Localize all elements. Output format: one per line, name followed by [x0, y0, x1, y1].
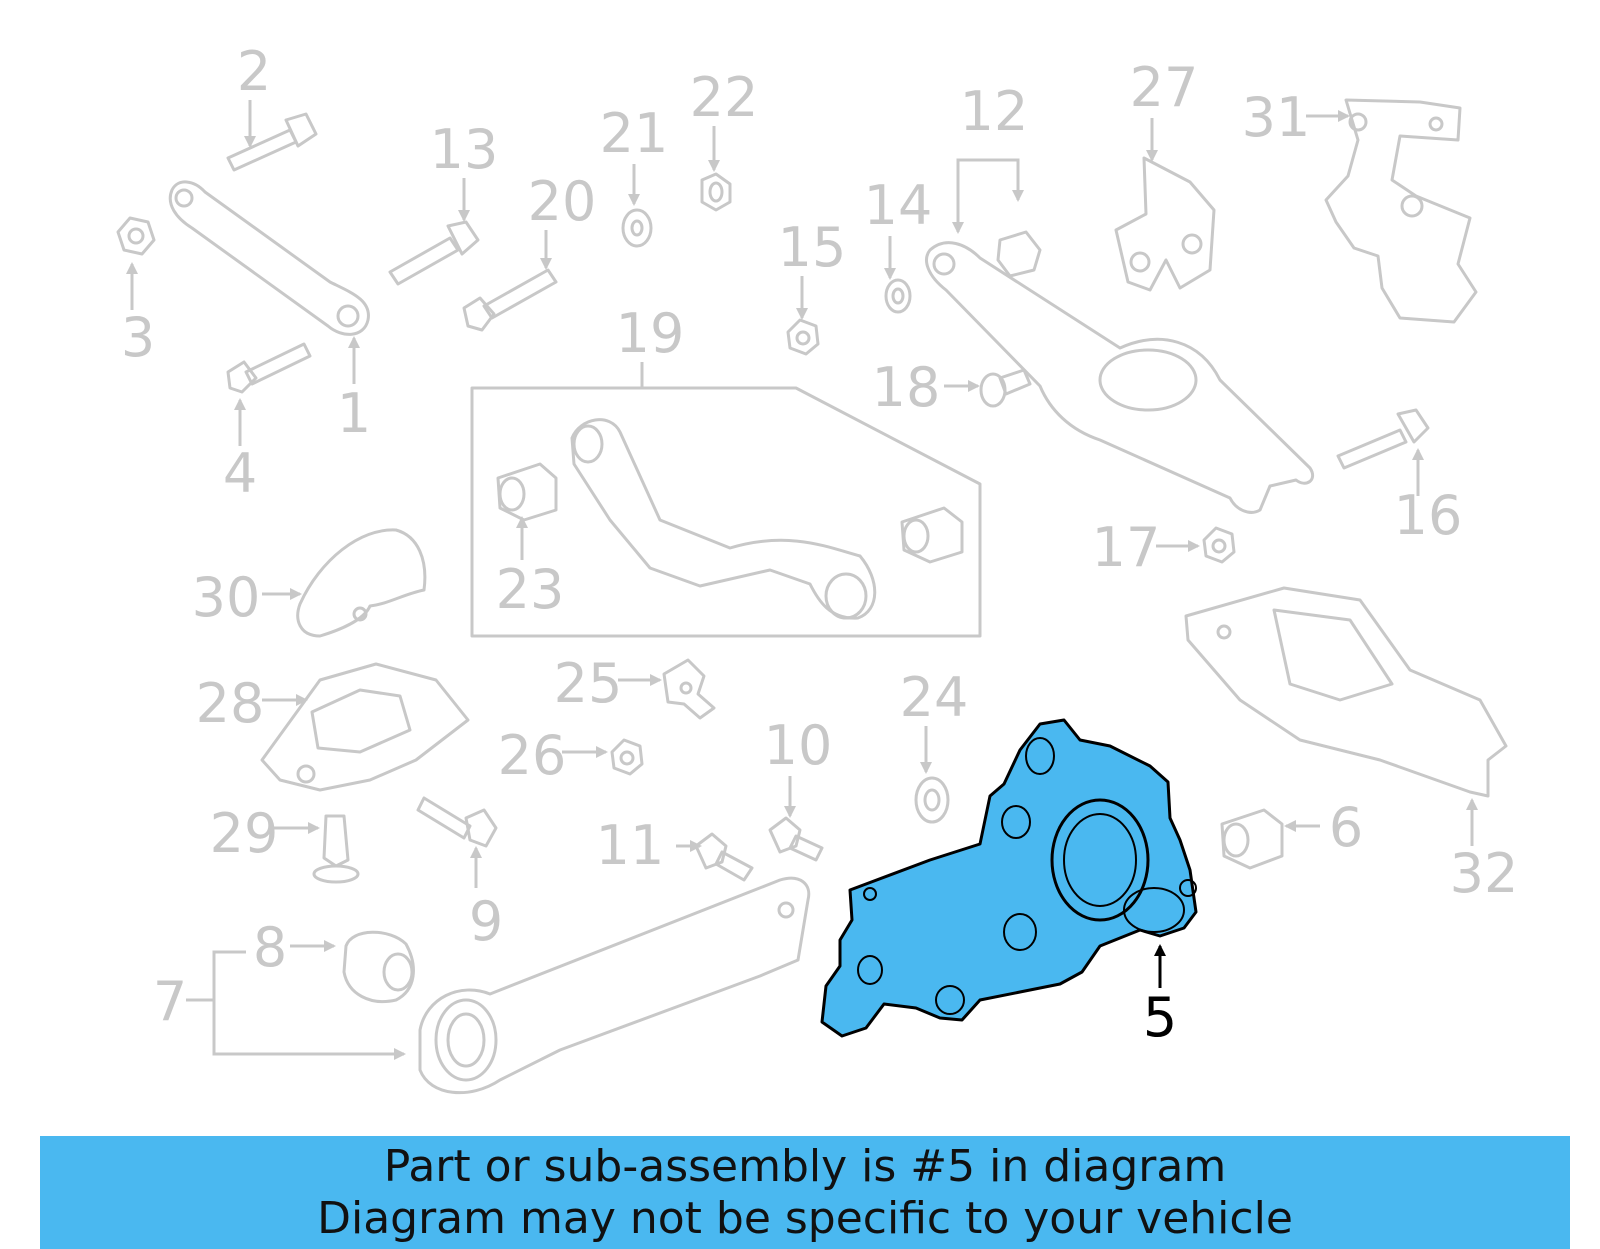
- banner-line-1: Part or sub-assembly is #5 in diagram: [383, 1140, 1227, 1192]
- callout-labels: 1 2 3 4 5 6 7 8 9 10 11 12 13 14 15 16 1…: [121, 40, 1519, 1049]
- callout-26: 26: [498, 724, 567, 787]
- part-14-washer[interactable]: [884, 278, 912, 314]
- callout-14: 14: [864, 174, 933, 237]
- part-16-bolt[interactable]: [1336, 408, 1430, 470]
- part-19-upper-arm[interactable]: [570, 418, 877, 620]
- part-25-clip[interactable]: [662, 658, 716, 720]
- part-22-nut[interactable]: [700, 172, 732, 212]
- part-20-bolt[interactable]: [462, 268, 558, 332]
- callout-7: 7: [153, 970, 187, 1033]
- part-15-nut[interactable]: [786, 318, 820, 356]
- part-17-nut[interactable]: [1202, 526, 1236, 564]
- part-9-bolt[interactable]: [416, 796, 498, 848]
- part-10-bolt[interactable]: [768, 816, 824, 862]
- callout-32: 32: [1450, 842, 1519, 905]
- part-5-knuckle[interactable]: [820, 718, 1198, 1038]
- part-3-nut[interactable]: [116, 216, 156, 256]
- callout-23: 23: [496, 558, 565, 621]
- callout-28: 28: [196, 672, 265, 735]
- part-26-nut[interactable]: [610, 738, 644, 776]
- leader-lines: [126, 100, 1478, 1060]
- part-27-bracket[interactable]: [1114, 156, 1216, 292]
- banner-line-2: Diagram may not be specific to your vehi…: [317, 1192, 1293, 1244]
- callout-21: 21: [600, 102, 669, 165]
- callout-10: 10: [764, 714, 833, 777]
- callout-8: 8: [253, 916, 287, 979]
- callout-9: 9: [469, 890, 503, 953]
- callout-22: 22: [690, 66, 759, 129]
- callout-12: 12: [960, 80, 1029, 143]
- part-13-bolt[interactable]: [388, 220, 480, 286]
- callout-24: 24: [900, 666, 969, 729]
- part-21-washer[interactable]: [621, 208, 653, 248]
- part-28-mount[interactable]: [260, 662, 470, 792]
- callout-17: 17: [1092, 516, 1161, 579]
- part-19-box: [470, 386, 982, 638]
- part-4-bolt[interactable]: [226, 342, 312, 394]
- info-banner: Part or sub-assembly is #5 in diagram Di…: [40, 1136, 1570, 1249]
- callout-16: 16: [1394, 484, 1463, 547]
- part-31-height-sensor[interactable]: [1324, 98, 1478, 324]
- callout-11: 11: [596, 814, 665, 877]
- part-18-bolt[interactable]: [979, 368, 1032, 408]
- part-8-bushing[interactable]: [342, 930, 415, 1003]
- part-19-bushing-right[interactable]: [900, 506, 964, 564]
- callout-27: 27: [1130, 56, 1199, 119]
- callout-2: 2: [237, 40, 271, 103]
- part-1-upper-link[interactable]: [168, 180, 370, 336]
- callout-4: 4: [223, 442, 257, 505]
- part-6-bushing[interactable]: [1220, 808, 1284, 870]
- callout-19: 19: [616, 302, 685, 365]
- callout-29: 29: [210, 802, 279, 865]
- callout-3: 3: [121, 306, 155, 369]
- part-11-bolt[interactable]: [694, 832, 754, 882]
- callout-6: 6: [1329, 796, 1363, 859]
- callout-13: 13: [430, 118, 499, 181]
- part-12-lower-arm[interactable]: [925, 230, 1315, 514]
- callout-31: 31: [1242, 86, 1311, 149]
- part-29-clip[interactable]: [312, 814, 360, 884]
- part-32-bracket[interactable]: [1184, 586, 1508, 798]
- part-23-bushing[interactable]: [496, 462, 558, 522]
- part-24-washer[interactable]: [914, 776, 950, 824]
- part-2-bolt[interactable]: [226, 112, 318, 172]
- callout-1: 1: [337, 382, 371, 445]
- callout-15: 15: [778, 216, 847, 279]
- part-7-trailing-arm[interactable]: [418, 876, 811, 1095]
- callout-30: 30: [192, 566, 261, 629]
- callout-25: 25: [554, 652, 623, 715]
- callout-20: 20: [528, 170, 597, 233]
- callout-18: 18: [872, 356, 941, 419]
- callout-5: 5: [1143, 986, 1177, 1049]
- part-30-bump-stop[interactable]: [296, 528, 427, 638]
